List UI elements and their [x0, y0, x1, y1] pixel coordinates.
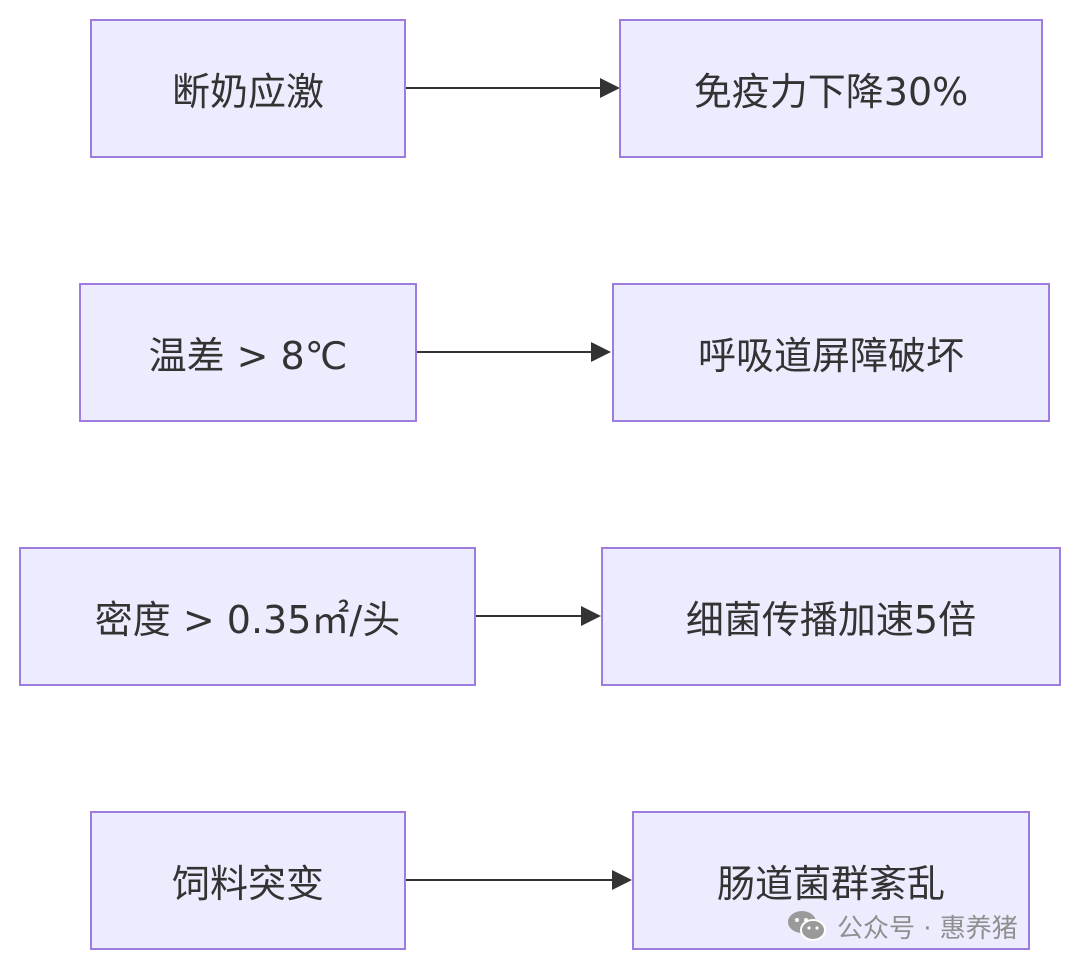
wechat-icon: [788, 911, 826, 941]
cause-node-feed-change: 饲料突变: [90, 811, 406, 950]
effect-node-respiratory-barrier: 呼吸道屏障破坏: [612, 283, 1050, 422]
cause-node-weaning-stress: 断奶应激: [90, 19, 406, 158]
watermark: 公众号 · 惠养猪: [787, 904, 1018, 948]
effect-node-gut-flora: 肠道菌群紊乱: [632, 811, 1030, 950]
effect-label: 细菌传播加速5倍: [685, 598, 977, 642]
effect-label: 免疫力下降30%: [693, 70, 969, 114]
arrow-line: [417, 351, 593, 353]
effect-label: 呼吸道屏障破坏: [697, 334, 964, 378]
cause-label: 温差 > 8℃: [148, 334, 348, 378]
effect-node-bacteria-spread: 细菌传播加速5倍: [601, 547, 1061, 686]
effect-node-immunity-drop: 免疫力下降30%: [619, 19, 1043, 158]
arrow-line: [476, 615, 583, 617]
arrowhead-icon: [612, 870, 632, 890]
cause-node-temperature-difference: 温差 > 8℃: [79, 283, 417, 422]
arrow-line: [406, 87, 602, 89]
cause-node-density: 密度 > 0.35㎡/头: [19, 547, 476, 686]
cause-label: 断奶应激: [171, 70, 324, 114]
effect-label: 肠道菌群紊乱: [716, 862, 945, 906]
arrowhead-icon: [600, 78, 620, 98]
watermark-text: 公众号 · 惠养猪: [837, 913, 1018, 944]
cause-label: 密度 > 0.35㎡/头: [94, 598, 401, 642]
cause-label: 饲料突变: [171, 862, 324, 906]
arrowhead-icon: [581, 606, 601, 626]
arrowhead-icon: [591, 342, 611, 362]
arrow-line: [406, 879, 614, 881]
